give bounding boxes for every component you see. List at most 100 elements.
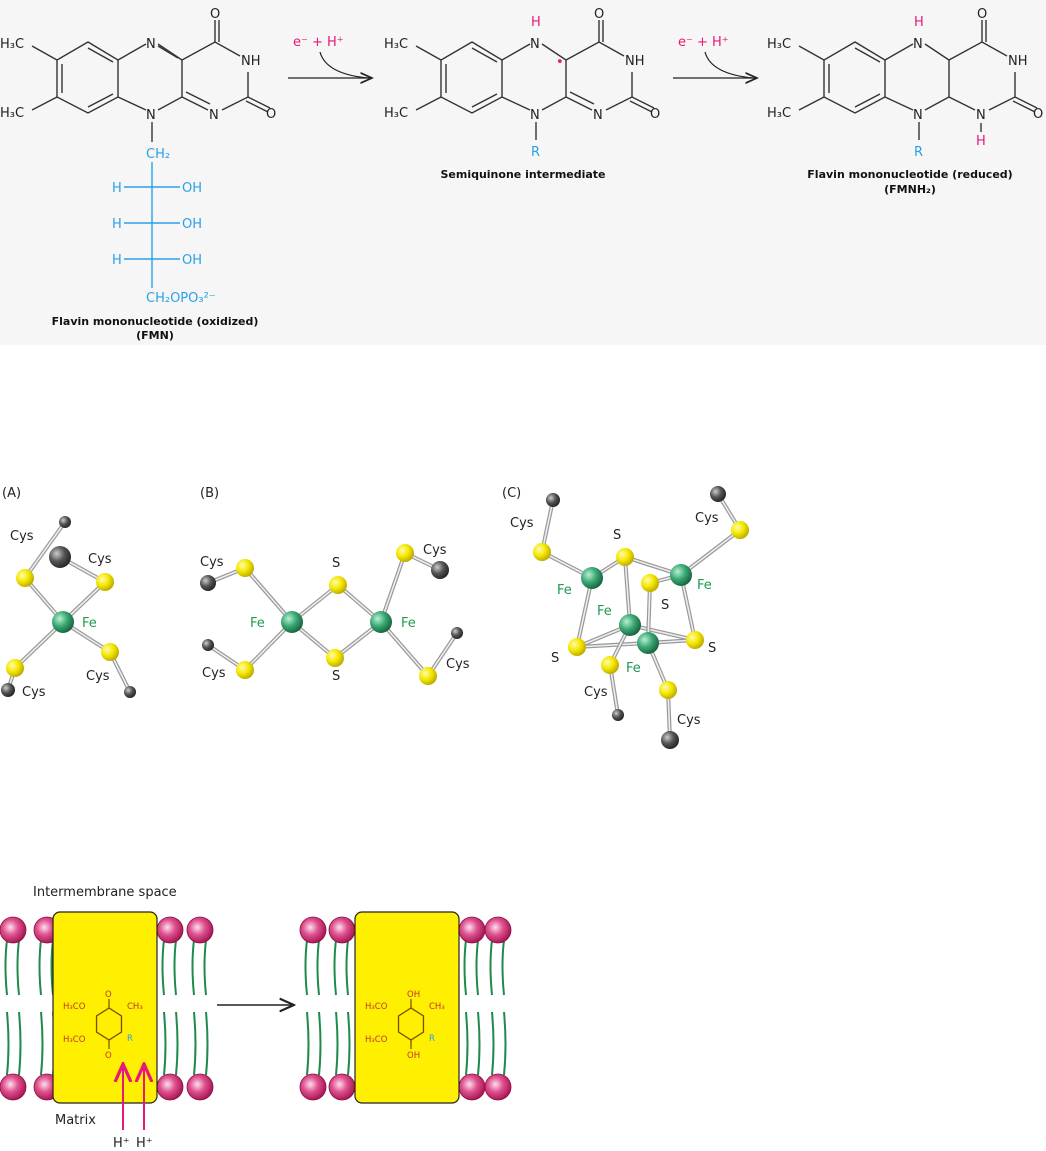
- cys-label: Cys: [695, 511, 719, 526]
- bond-rod-highlight: [380, 621, 429, 677]
- panel-label-b: (B): [200, 486, 219, 501]
- atom-n5: N: [530, 37, 540, 52]
- cys-label: Cys: [446, 657, 470, 672]
- sulfur-atom: [641, 574, 659, 592]
- sulfur-atom: [616, 548, 634, 566]
- ribityl-h: H: [112, 181, 122, 196]
- lipid-head: [328, 1073, 356, 1101]
- lipid-tail: [318, 1011, 322, 1076]
- bond-rod-highlight: [680, 574, 696, 641]
- carbon-atom: [451, 627, 463, 639]
- ribityl-ch2: CH₂: [146, 147, 170, 162]
- lipid-tail: [203, 939, 207, 996]
- sulfur-atom: [16, 569, 34, 587]
- iron-sulfur-clusters: [1, 486, 749, 749]
- cys-label: Cys: [200, 555, 224, 570]
- lipid-tail: [306, 1011, 310, 1076]
- ribityl-phosphate: CH₂OPO₃²⁻: [146, 291, 216, 306]
- iron-atom: [637, 632, 659, 654]
- iron-atom: [52, 611, 74, 633]
- sulfur-atom: [419, 667, 437, 685]
- lipid-tail: [18, 1011, 22, 1076]
- iron-atom: [670, 564, 692, 586]
- lipid-tail: [347, 1011, 351, 1076]
- ribityl-h: H: [112, 253, 122, 268]
- atom-o2: O: [1033, 107, 1043, 122]
- lipid-tail: [4, 939, 8, 996]
- cys-label: Cys: [677, 713, 701, 728]
- sulfur-atom: [731, 521, 749, 539]
- lipid-head: [0, 1073, 27, 1101]
- fe-label: Fe: [597, 604, 612, 619]
- ribityl-oh: OH: [182, 181, 202, 196]
- methyl-label: H₃C: [384, 106, 408, 121]
- methyl-label: CH₃: [429, 1002, 445, 1012]
- fmn-oxidized-abbr: (FMN): [136, 329, 174, 342]
- atom-h5: H: [914, 15, 924, 30]
- bond-rod-highlight: [24, 521, 66, 579]
- atom-n10: N: [146, 108, 156, 123]
- lipid-tail: [503, 1011, 507, 1076]
- methoxy-label: H₃CO: [365, 1035, 388, 1045]
- cys-label: Cys: [423, 543, 447, 558]
- r-group: R: [531, 145, 540, 160]
- lipid-head: [458, 1073, 486, 1101]
- lipid-tail: [333, 939, 337, 996]
- atom-o4: O: [594, 7, 604, 22]
- cys-label: Cys: [22, 685, 46, 700]
- methyl-label: H₃C: [0, 37, 24, 52]
- methoxy-label: H₃CO: [365, 1002, 388, 1012]
- lipid-tail: [304, 939, 308, 996]
- lipid-tail: [173, 939, 177, 996]
- electron-proton-label: e⁻ + H⁺: [293, 35, 344, 50]
- lipid-tail: [193, 1011, 197, 1076]
- bond-rod-highlight: [624, 556, 631, 626]
- sulfur-atom: [236, 559, 254, 577]
- panel-label-c: (C): [502, 486, 521, 501]
- lipid-tail: [316, 939, 320, 996]
- s-label: S: [332, 669, 340, 684]
- lipid-head: [484, 1073, 512, 1101]
- s-label: S: [551, 651, 559, 666]
- s-label: S: [332, 556, 340, 571]
- lipid-tail: [475, 939, 479, 996]
- radical-dot: •: [556, 55, 564, 70]
- lipid-tail: [463, 939, 467, 996]
- carbon-atom: [431, 561, 449, 579]
- atom-n1: N: [209, 108, 219, 123]
- sulfur-atom: [533, 543, 551, 561]
- hydroxyl-label: OH: [407, 1051, 420, 1061]
- lipid-tail: [345, 939, 349, 996]
- lipid-head: [186, 1073, 214, 1101]
- lipid-tail: [6, 1011, 10, 1076]
- atom-n3h: NH: [625, 54, 645, 69]
- lipid-tail: [501, 939, 505, 996]
- cys-label: Cys: [202, 666, 226, 681]
- s-label: S: [661, 598, 669, 613]
- fe-label: Fe: [82, 616, 97, 631]
- carbon-atom: [124, 686, 136, 698]
- electron-proton-label: e⁻ + H⁺: [678, 35, 729, 50]
- atom-o2: O: [650, 107, 660, 122]
- atom-n1: N: [593, 108, 603, 123]
- lipid-tail: [205, 1011, 209, 1076]
- hydroxyl-label: OH: [407, 990, 420, 1000]
- bond-rod-highlight: [244, 621, 293, 671]
- lipid-tail: [40, 1011, 44, 1076]
- atom-n10: N: [530, 108, 540, 123]
- s-label: S: [708, 641, 716, 656]
- proton-label: H⁺: [113, 1136, 130, 1151]
- reaction-arrow-2: e⁻ + H⁺: [673, 35, 757, 78]
- iron-atom: [619, 614, 641, 636]
- fmn-oxidized-caption: Flavin mononucleotide (oxidized): [52, 315, 259, 328]
- panel-label-a: (A): [2, 486, 21, 501]
- bond-rod-highlight: [244, 567, 293, 623]
- sulfur-atom: [236, 661, 254, 679]
- atom-n10: N: [913, 108, 923, 123]
- s-label: S: [613, 528, 621, 543]
- lipid-head: [458, 916, 486, 944]
- methyl-label: H₃C: [767, 106, 791, 121]
- sulfur-atom: [659, 681, 677, 699]
